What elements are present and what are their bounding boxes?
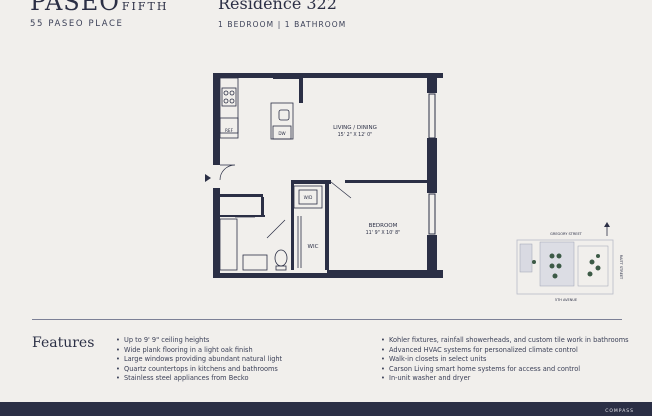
cooktop	[221, 87, 237, 107]
feature-item: Wide plank flooring in a light oak finis…	[116, 346, 282, 356]
features-list-right: Kohler fixtures, rainfall showerheads, a…	[381, 336, 629, 384]
wall-left-lower	[213, 188, 220, 278]
wall-closet-top	[291, 180, 331, 184]
wall-right-2	[427, 138, 437, 193]
floor-plan: LIVING / DINING 15' 2" X 12' 0" BEDROOM …	[205, 73, 443, 278]
feature-item: Up to 9' 9" ceiling heights	[116, 336, 282, 346]
feature-item: Carson Living smart home systems for acc…	[381, 365, 629, 375]
feature-item: Stainless steel appliances from Becko	[116, 374, 282, 384]
entry-arrow-icon	[205, 174, 211, 182]
feature-item: Kohler fixtures, rainfall showerheads, a…	[381, 336, 629, 346]
fridge	[219, 117, 239, 139]
living-dims: 15' 2" X 12' 0"	[338, 132, 373, 138]
wall-top	[213, 73, 443, 78]
wall-right-1	[427, 73, 437, 93]
entry-door	[219, 164, 236, 181]
wall-right-3	[427, 235, 437, 278]
wall-bath-mid	[220, 215, 265, 217]
feature-item: Advanced HVAC systems for personalized c…	[381, 346, 629, 356]
wd-label: W/D	[304, 195, 313, 200]
dw-label: DW	[278, 131, 285, 136]
footer-bar	[0, 402, 652, 416]
section-divider	[32, 319, 622, 320]
wall-bottom-right	[327, 270, 443, 278]
residence-layout: 1 BEDROOM | 1 BATHROOM	[218, 20, 347, 29]
wall-bath-top	[220, 194, 263, 197]
logo-sub: FIFTH	[121, 0, 169, 13]
sink	[278, 109, 290, 121]
dishwasher	[272, 125, 292, 140]
vanity	[242, 254, 268, 271]
wall-bottom-left	[213, 273, 335, 278]
wall-column	[273, 73, 301, 79]
wall-bedroom-top	[345, 180, 435, 183]
shower	[219, 218, 238, 271]
residence-title: Residence 322	[218, 0, 337, 13]
washer-dryer-closet	[293, 185, 323, 209]
bedroom-dims: 11' 9" X 10' 8"	[366, 230, 401, 236]
bedroom-label: BEDROOM	[369, 223, 398, 229]
window-living	[428, 93, 436, 139]
wall-closet-side	[261, 197, 264, 215]
bedroom-door	[330, 181, 352, 199]
toilet	[274, 249, 288, 267]
raitt-street-label: RAITT STREET	[619, 255, 623, 280]
feature-item: Quartz countertops in kitchens and bathr…	[116, 365, 282, 375]
wic-label: WIC	[308, 244, 319, 250]
wall-bedroom-left	[325, 180, 329, 270]
wall-kitchen-divider	[299, 78, 303, 103]
washer-dryer	[298, 189, 318, 205]
features-list-left: Up to 9' 9" ceiling heights Wide plank f…	[116, 336, 282, 384]
kitchen-counter	[219, 77, 239, 134]
living-label: LIVING / DINING	[333, 125, 377, 131]
wall-wic-left	[291, 184, 294, 270]
bath-door	[266, 219, 286, 239]
site-map: GREGORY STREET RAITT STREET 5TH AVENUE	[516, 222, 623, 302]
ref-label: REF	[225, 128, 234, 133]
feature-item: Walk-in closets in select units	[381, 355, 629, 365]
fifth-avenue-label: 5TH AVENUE	[555, 298, 577, 302]
feature-item: In-unit washer and dryer	[381, 374, 629, 384]
window-bedroom	[428, 193, 436, 235]
logo-main: PASEO	[30, 0, 120, 16]
gregory-street-label: GREGORY STREET	[550, 232, 582, 236]
wall-left-upper	[213, 73, 220, 165]
feature-item: Large windows providing abundant natural…	[116, 355, 282, 365]
building-address: 55 PASEO PLACE	[30, 19, 124, 29]
features-title: Features	[32, 335, 95, 351]
brokerage-logo: COMPASS	[605, 409, 634, 414]
